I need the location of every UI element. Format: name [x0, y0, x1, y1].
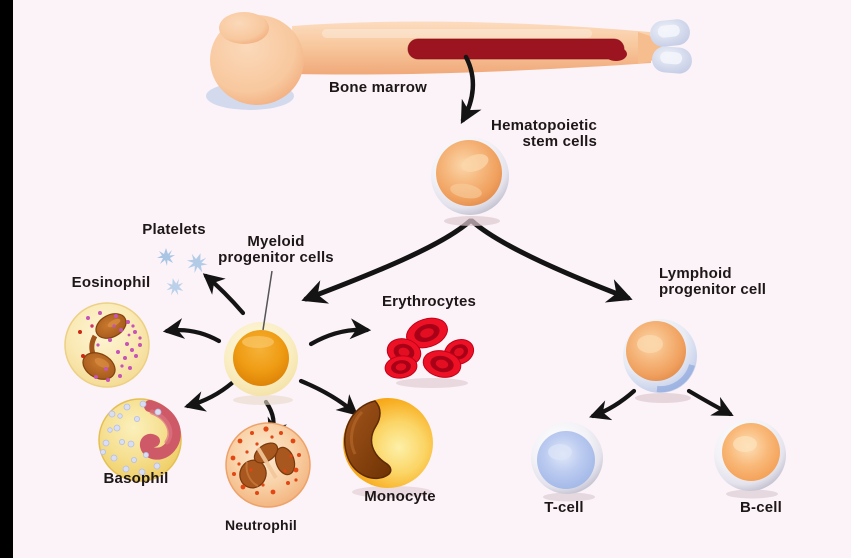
arrow-hsc-to-lymphoid: [469, 218, 633, 303]
eosinophil-granules: [86, 311, 142, 382]
basophil-granules: [100, 400, 162, 476]
arrow-marrow-to-hsc: [460, 54, 482, 124]
lymphoid-cell: [623, 319, 697, 403]
hsc-label-line2: stem cells: [522, 133, 597, 150]
bone-marrow-label: Bone marrow: [328, 79, 428, 96]
bone-highlight: [322, 29, 592, 38]
bone-head-bump: [219, 12, 269, 44]
red-blood-cells: [384, 317, 475, 379]
arrow-myeloid-to-eosinophil: [162, 318, 222, 344]
t-cell-sphere: [531, 422, 603, 502]
b-cell-label: B-cell: [739, 499, 783, 516]
myeloid-label-line1: Myeloid: [247, 233, 305, 250]
arrow-myeloid-to-monocyte: [298, 378, 359, 416]
hsc-label: Hematopoietic stem cells: [491, 118, 597, 150]
arrow-myeloid-to-platelets: [202, 273, 246, 316]
erythrocytes-cluster: [384, 317, 475, 388]
basophil-cell: [98, 398, 182, 482]
bone-illustration: [206, 12, 692, 110]
myeloid-cell: [224, 322, 298, 405]
platelets-cluster: [157, 248, 211, 299]
arrow-lymphoid-to-bcell: [686, 388, 734, 417]
hsc-sphere: [431, 137, 509, 226]
lymphoid-label-line1: Lymphoid: [659, 265, 732, 282]
platelets-label: Platelets: [142, 221, 206, 238]
bone-knob-bottom: [652, 46, 692, 74]
basophil-label: Basophil: [103, 470, 169, 487]
bone-marrow-bump: [605, 47, 627, 61]
hsc-label-line1: Hematopoietic: [491, 117, 597, 134]
monocyte-cell: [343, 398, 433, 498]
bone-marrow-region: [407, 38, 625, 60]
bone-knob-top: [650, 19, 690, 47]
myeloid-label-line2: progenitor cells: [218, 249, 334, 266]
eosinophil-label: Eosinophil: [71, 274, 151, 291]
myeloid-label: Myeloid progenitor cells: [218, 234, 334, 266]
arrows: [162, 54, 734, 440]
t-cell-label: T-cell: [544, 499, 584, 516]
eosinophil-cell: [64, 302, 150, 388]
erythrocytes-label: Erythrocytes: [381, 293, 477, 310]
neutrophil-granules: [230, 426, 301, 495]
neutrophil-label: Neutrophil: [225, 517, 297, 533]
arrow-lymphoid-to-tcell: [589, 388, 637, 421]
arrow-myeloid-to-basophil: [183, 380, 235, 412]
neutrophil-cell: [225, 422, 311, 508]
monocyte-label: Monocyte: [364, 488, 436, 505]
b-cell-sphere: [714, 419, 786, 499]
lymphoid-label: Lymphoid progenitor cell: [659, 266, 766, 298]
arrow-myeloid-to-erythrocytes: [308, 318, 372, 347]
lymphoid-label-line2: progenitor cell: [659, 281, 767, 298]
left-black-bar: [0, 0, 13, 558]
myeloid-pointer-line: [262, 270, 273, 331]
arrow-hsc-to-myeloid: [301, 218, 473, 304]
